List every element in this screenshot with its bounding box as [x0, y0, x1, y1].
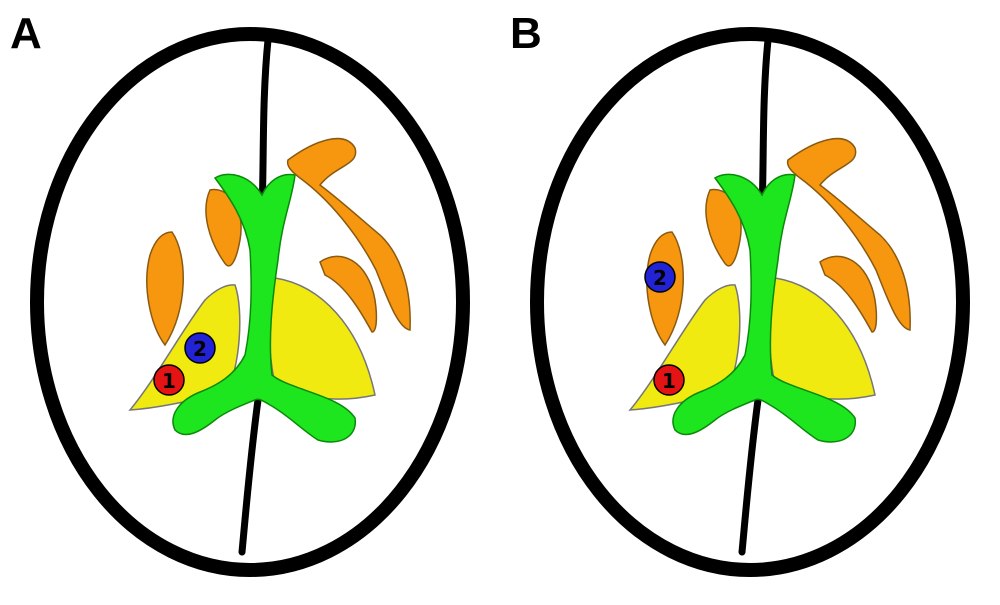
right-orange-small: [819, 255, 878, 333]
ventricular-system: [672, 173, 856, 443]
marker-1-red: 1: [653, 364, 685, 396]
ventricular-system: [172, 173, 356, 443]
marker-1-label: 1: [662, 369, 676, 393]
panel-b: B 1 2: [500, 0, 1000, 605]
marker-1-label: 1: [162, 369, 176, 393]
right-orange-arc: [786, 137, 911, 331]
cortex-left-strip: [146, 231, 184, 347]
right-orange-small: [319, 255, 378, 333]
brain-diagram-a: 1 2: [30, 27, 470, 577]
marker-2-blue: 2: [184, 332, 216, 364]
marker-2-blue: 2: [644, 261, 676, 293]
marker-2-label: 2: [653, 266, 667, 290]
panel-a: A 1 2: [10, 9, 470, 577]
right-orange-arc: [286, 137, 411, 331]
panel-b-label: B: [510, 9, 542, 58]
marker-1-red: 1: [153, 364, 185, 396]
panel-a-label: A: [10, 9, 42, 58]
brain-diagram-b: 1 2: [530, 27, 970, 577]
marker-2-label: 2: [193, 337, 207, 361]
